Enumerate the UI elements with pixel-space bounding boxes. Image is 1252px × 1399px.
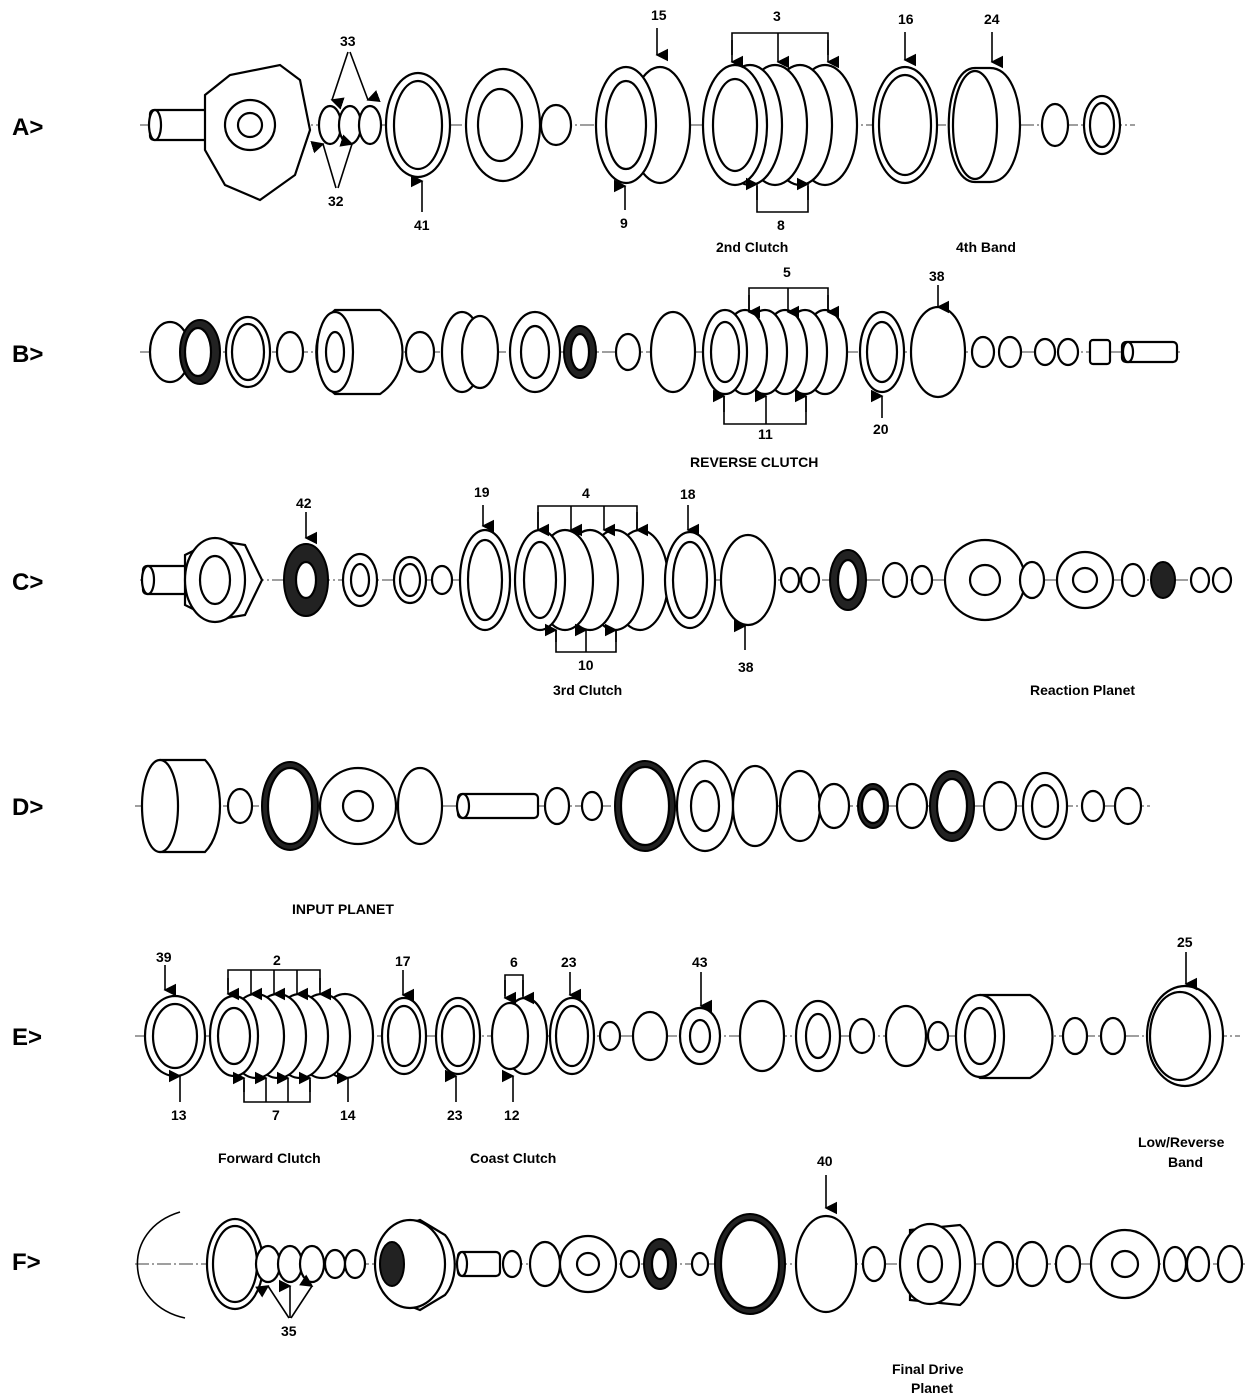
callout-25: 25 xyxy=(1177,934,1193,950)
row-label-d: D> xyxy=(12,794,43,821)
callout-43: 43 xyxy=(692,954,708,970)
row-label-e: E> xyxy=(12,1024,42,1051)
callout-3: 3 xyxy=(773,8,781,24)
callout-6: 6 xyxy=(510,954,518,970)
callout-13: 13 xyxy=(171,1107,187,1123)
row-label-c: C> xyxy=(12,569,43,596)
row-e-parts xyxy=(135,984,1240,1088)
callout-19: 19 xyxy=(474,484,490,500)
callout-16: 16 xyxy=(898,11,914,27)
callout-33: 33 xyxy=(340,33,356,49)
row-d-parts xyxy=(135,758,1150,854)
caption-reaction-planet: Reaction Planet xyxy=(1030,682,1135,698)
row-b-parts xyxy=(140,305,1180,399)
callout-9: 9 xyxy=(620,215,628,231)
caption-low-reverse-band-line1: Low/Reverse xyxy=(1138,1134,1225,1150)
callout-32: 32 xyxy=(328,193,344,209)
row-c-parts xyxy=(140,528,1235,632)
callout-38-c: 38 xyxy=(738,659,754,675)
callout-14: 14 xyxy=(340,1107,356,1123)
caption-3rd-clutch: 3rd Clutch xyxy=(553,682,622,698)
callout-35: 35 xyxy=(281,1323,297,1339)
caption-4th-band: 4th Band xyxy=(956,239,1016,255)
callout-10: 10 xyxy=(578,657,594,673)
callout-4: 4 xyxy=(582,485,590,501)
caption-low-reverse-band-line2: Band xyxy=(1168,1154,1203,1170)
caption-final-drive-planet-line2: Planet xyxy=(911,1380,953,1396)
callout-20: 20 xyxy=(873,421,889,437)
row-a-parts xyxy=(140,63,1135,202)
callout-8: 8 xyxy=(777,217,785,233)
callout-7: 7 xyxy=(272,1107,280,1123)
row-label-f: F> xyxy=(12,1249,41,1276)
caption-2nd-clutch: 2nd Clutch xyxy=(716,239,788,255)
row-label-a: A> xyxy=(12,114,43,141)
callout-11: 11 xyxy=(758,426,773,442)
callout-5: 5 xyxy=(783,264,791,280)
callout-2: 2 xyxy=(273,952,281,968)
callout-40: 40 xyxy=(817,1153,833,1169)
callout-24: 24 xyxy=(984,11,1000,27)
callout-23-top: 23 xyxy=(561,954,577,970)
caption-forward-clutch: Forward Clutch xyxy=(218,1150,321,1166)
caption-coast-clutch: Coast Clutch xyxy=(470,1150,556,1166)
callout-18: 18 xyxy=(680,486,696,502)
caption-input-planet: INPUT PLANET xyxy=(292,901,394,917)
caption-reverse-clutch: REVERSE CLUTCH xyxy=(690,454,818,470)
callout-41: 41 xyxy=(414,217,430,233)
callout-39: 39 xyxy=(156,949,172,965)
callout-23-bottom: 23 xyxy=(447,1107,463,1123)
callout-12: 12 xyxy=(504,1107,520,1123)
row-label-b: B> xyxy=(12,341,43,368)
callout-17: 17 xyxy=(395,953,411,969)
caption-final-drive-planet-line1: Final Drive xyxy=(892,1361,964,1377)
callout-42: 42 xyxy=(296,495,312,511)
row-f-parts xyxy=(135,1211,1245,1319)
callout-38-b: 38 xyxy=(929,268,945,284)
callout-15: 15 xyxy=(651,7,667,23)
